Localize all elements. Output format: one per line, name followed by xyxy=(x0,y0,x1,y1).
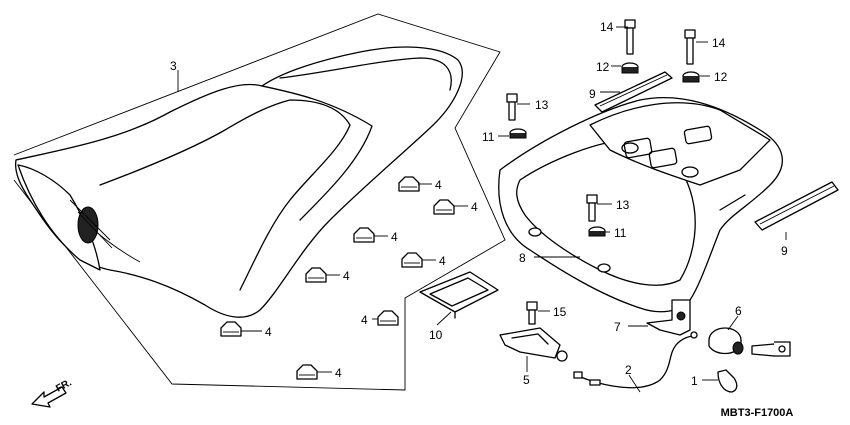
callout-12-left: 12 xyxy=(596,60,610,74)
bolt-14-left xyxy=(624,19,636,55)
bolt-14-right xyxy=(684,29,696,65)
callout-4-c: 4 xyxy=(391,230,398,244)
callout-labels: 3 14 14 12 12 9 13 11 13 11 8 9 4 4 4 4 … xyxy=(170,20,788,388)
key xyxy=(751,341,791,357)
callout-9-top: 9 xyxy=(589,87,596,101)
callout-12-right: 12 xyxy=(714,70,728,84)
seat xyxy=(14,46,463,318)
cushion xyxy=(398,176,420,192)
callout-14-right: 14 xyxy=(712,36,726,50)
rubber-pad-right xyxy=(754,181,839,231)
washer-11-top xyxy=(509,128,527,139)
cushion xyxy=(220,321,242,337)
washer-12-right xyxy=(682,71,700,83)
callout-14-left: 14 xyxy=(600,20,614,34)
callout-13-mid: 13 xyxy=(616,198,630,212)
diagram-code: MBT3-F1700A xyxy=(721,407,794,419)
callout-4-g: 4 xyxy=(265,325,272,339)
callout-15: 15 xyxy=(553,305,567,319)
callout-2: 2 xyxy=(625,363,632,377)
callout-4-f: 4 xyxy=(361,313,368,327)
callout-11-mid: 11 xyxy=(614,226,627,240)
cushion xyxy=(353,227,375,243)
rear-carrier xyxy=(498,97,783,313)
bolt-13-top xyxy=(506,93,518,121)
front-direction-arrow: FR. xyxy=(31,377,74,408)
seat-catch-plate xyxy=(419,271,499,319)
callout-4-a: 4 xyxy=(435,178,442,192)
callout-4-h: 4 xyxy=(335,366,342,380)
callout-13-top: 13 xyxy=(535,98,549,112)
callout-3: 3 xyxy=(170,59,177,73)
bolt-13-mid xyxy=(586,194,598,222)
lock-cylinder xyxy=(708,327,744,355)
callout-9-right: 9 xyxy=(781,244,788,258)
leader-lines xyxy=(177,26,787,393)
lock-clip xyxy=(717,369,738,393)
callout-10: 10 xyxy=(429,328,443,342)
bolt-15 xyxy=(526,301,538,325)
cushion xyxy=(377,310,399,326)
cushion xyxy=(401,252,423,268)
seat-lock xyxy=(499,327,568,362)
callout-4-b: 4 xyxy=(471,200,478,214)
callout-8: 8 xyxy=(519,251,526,265)
callout-4-e: 4 xyxy=(343,269,350,283)
washer-11-mid xyxy=(588,226,606,237)
callout-11-top: 11 xyxy=(482,130,495,144)
lock-bracket xyxy=(646,299,691,336)
callout-1: 1 xyxy=(691,374,698,388)
cushion xyxy=(305,267,327,283)
callout-7: 7 xyxy=(614,320,621,334)
cushion-group xyxy=(220,176,455,380)
front-direction-label: FR. xyxy=(54,377,74,394)
cushion xyxy=(296,364,318,380)
rubber-pad-top xyxy=(594,71,673,113)
seat-group-frame xyxy=(13,13,506,391)
callout-6: 6 xyxy=(735,304,742,318)
washer-12-left xyxy=(621,62,639,74)
callout-4-d: 4 xyxy=(439,254,446,268)
cushion xyxy=(433,199,455,215)
callout-5: 5 xyxy=(523,373,530,387)
seat-lock-cable xyxy=(573,331,698,389)
